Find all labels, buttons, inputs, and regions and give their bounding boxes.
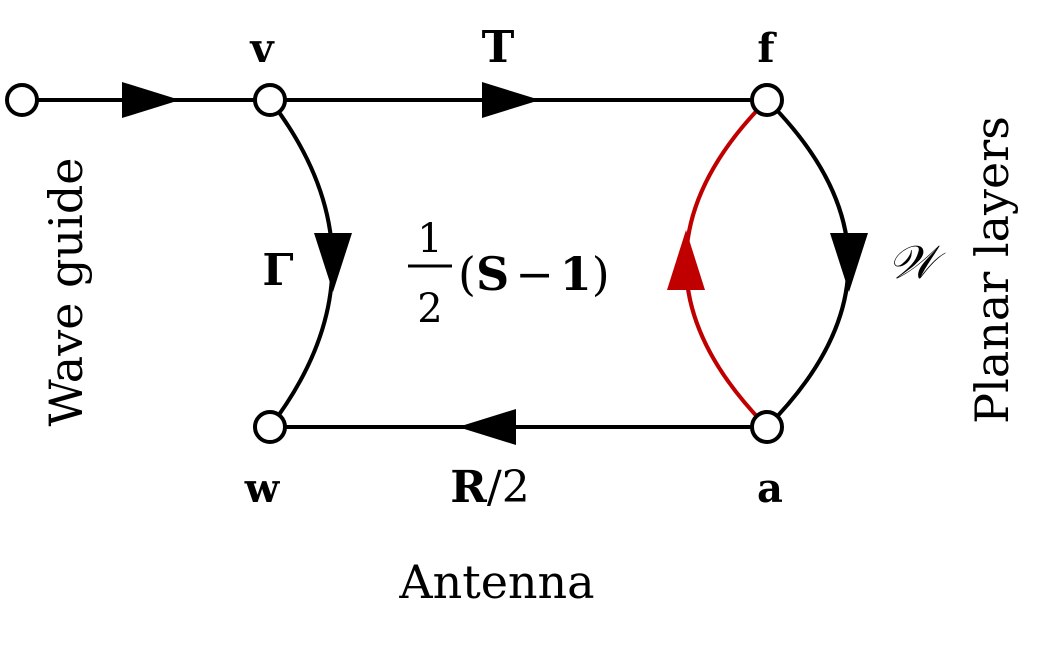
edge-label-R-suffix: /2	[487, 462, 530, 513]
arrow-Gamma	[314, 233, 352, 292]
edge-label-S-expr: (S−1)	[458, 247, 610, 301]
edge-label-S-open: (	[458, 247, 476, 301]
arrow-input	[122, 82, 180, 118]
edge-label-S-frac-den: 2	[417, 286, 442, 332]
arrow-W	[830, 233, 868, 292]
region-label-planar-layers: Planar layers	[965, 116, 1019, 424]
edge-W	[765, 98, 851, 429]
node-label-f: f	[757, 25, 777, 72]
node-v	[253, 83, 287, 117]
region-label-antenna: Antenna	[398, 555, 594, 609]
node-label-w: w	[244, 465, 281, 512]
edge-label-Gamma: Γ	[262, 245, 293, 296]
edge-label-S-one: 1	[560, 247, 592, 301]
edge-label-S: 1 2 (S−1)	[408, 216, 610, 332]
arrow-R	[458, 409, 516, 445]
edge-S	[684, 98, 769, 429]
node-label-v: v	[249, 25, 275, 72]
node-f	[750, 83, 784, 117]
arrow-T	[482, 82, 540, 118]
node-input	[5, 83, 39, 117]
node-w	[253, 410, 287, 444]
region-label-wave-guide: Wave guide	[39, 158, 93, 427]
arrow-S	[667, 230, 705, 290]
edge-label-R: R/2	[450, 462, 529, 513]
edge-label-S-main: S	[476, 247, 509, 301]
node-a	[750, 410, 784, 444]
edge-label-W: 𝒲	[888, 235, 946, 289]
edge-label-T: T	[482, 22, 515, 73]
edge-label-S-frac-num: 1	[417, 216, 442, 262]
node-label-a: a	[757, 465, 783, 512]
edge-label-S-minus: −	[515, 247, 554, 301]
edge-label-R-main: R	[450, 462, 487, 513]
edge-label-S-close: )	[592, 247, 610, 301]
